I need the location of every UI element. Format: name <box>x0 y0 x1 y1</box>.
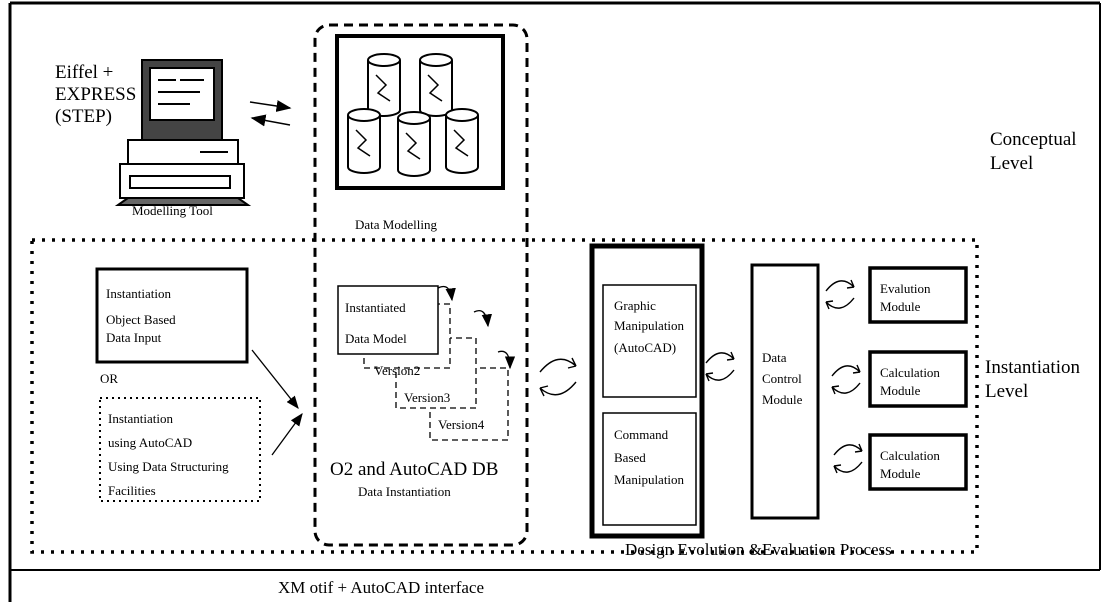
data-control-line-1: Data <box>762 350 787 366</box>
or-label: OR <box>100 372 118 387</box>
version-4-label: Version4 <box>438 417 484 433</box>
version-3-label: Version3 <box>404 390 450 406</box>
exchange-arrow-icon <box>706 352 734 381</box>
autocad-box-line-3: Using Data Structuring <box>108 459 229 475</box>
data-control-line-2: Control <box>762 371 802 387</box>
command-manipulation-line-2: Based <box>614 450 646 466</box>
graphic-manipulation-line-2: Manipulation <box>614 318 684 334</box>
conceptual-level-label-2: Level <box>990 153 1033 175</box>
calculation-module-1-line-2: Module <box>880 383 920 399</box>
autocad-box-line-1: Instantiation <box>108 411 173 427</box>
evaluation-module-line-1: Evalution <box>880 281 931 297</box>
conceptual-level-label-1: Conceptual <box>990 129 1077 151</box>
instantiation-level-label-1: Instantiation <box>985 357 1080 379</box>
autocad-box-line-4: Facilities <box>108 483 156 499</box>
modelling-tool-label: Modelling Tool <box>132 204 213 219</box>
instantiation-box-line-3: Data Input <box>106 330 161 346</box>
instantiated-line-1: Instantiated <box>345 300 406 316</box>
express-label: EXPRESS <box>55 84 136 106</box>
exchange-arrow-icon <box>832 365 860 394</box>
o2-autocad-db-label: O2 and AutoCAD DB <box>330 459 498 481</box>
step-label: (STEP) <box>55 106 112 128</box>
instantiation-box-line-2: Object Based <box>106 312 176 328</box>
exchange-arrow-icon <box>826 280 854 309</box>
calculation-module-2-line-2: Module <box>880 466 920 482</box>
calculation-module-1-line-1: Calculation <box>880 365 940 381</box>
computer-icon <box>118 60 248 205</box>
graphic-manipulation-line-3: (AutoCAD) <box>614 340 676 356</box>
autocad-box-line-2: using AutoCAD <box>108 435 192 451</box>
data-instantiation-label: Data Instantiation <box>358 485 451 500</box>
exchange-arrow-icon <box>540 358 576 396</box>
design-evolution-label: Design Evolution &Evaluation Process <box>625 540 892 560</box>
database-icon <box>337 36 503 188</box>
exchange-arrow-icon <box>834 444 862 473</box>
evaluation-module-line-2: Module <box>880 299 920 315</box>
calculation-module-2-line-1: Calculation <box>880 448 940 464</box>
graphic-manipulation-line-1: Graphic <box>614 298 656 314</box>
command-manipulation-line-3: Manipulation <box>614 472 684 488</box>
xmotif-label: XM otif + AutoCAD interface <box>278 578 484 598</box>
version-2-label: Version2 <box>374 363 420 379</box>
input-arrows <box>252 350 302 455</box>
eiffel-label: Eiffel + <box>55 62 113 84</box>
data-modelling-label: Data Modelling <box>355 218 437 233</box>
command-manipulation-line-1: Command <box>614 427 668 443</box>
instantiation-box-line-1: Instantiation <box>106 286 171 302</box>
instantiation-level-label-2: Level <box>985 381 1028 403</box>
instantiated-line-2: Data Model <box>345 331 407 347</box>
data-control-line-3: Module <box>762 392 802 408</box>
tool-arrows <box>250 102 290 125</box>
